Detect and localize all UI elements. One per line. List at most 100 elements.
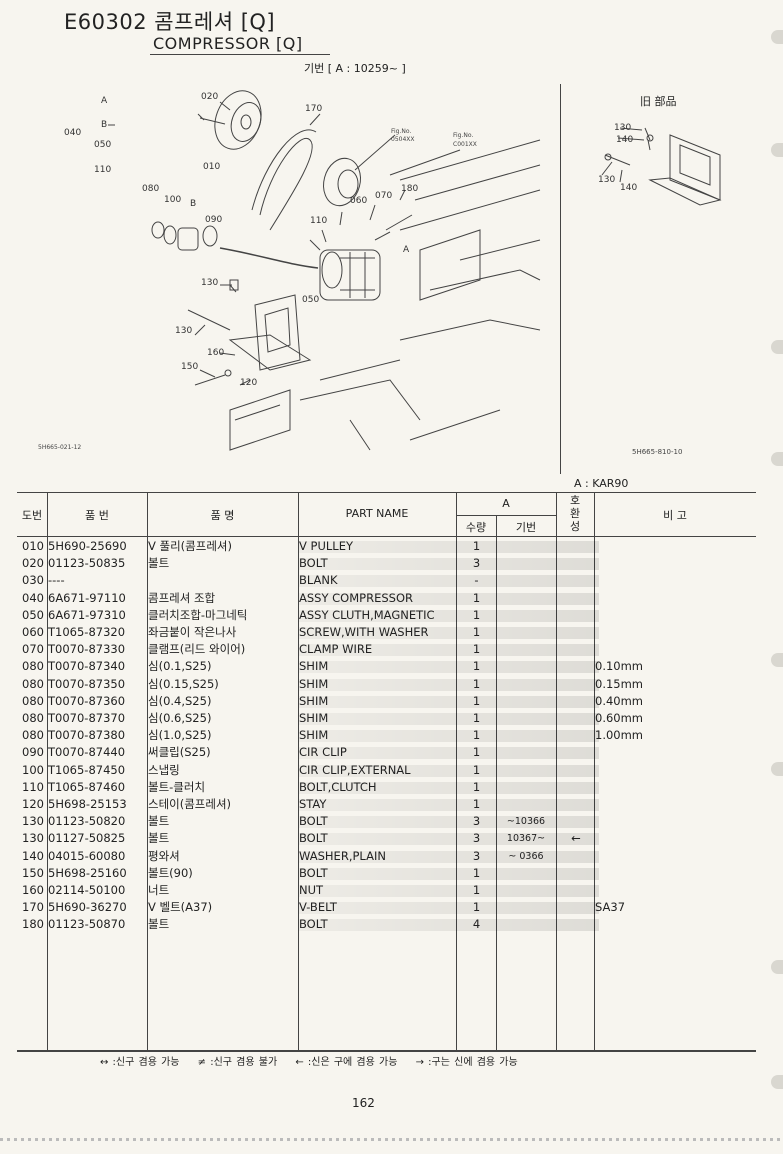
cell-qty: 1 [472, 728, 481, 743]
cell-qty: 3 [472, 814, 481, 829]
page-number: 162 [352, 1096, 375, 1110]
row-shading [299, 764, 599, 777]
row-shading [299, 885, 599, 897]
cell-name-en: BOLT [299, 556, 328, 571]
cell-part-no: T1065-87460 [48, 779, 126, 794]
cell-name-en: CIR CLIP [299, 745, 347, 760]
cell-no: 120 [22, 797, 44, 811]
row-shading [299, 747, 599, 760]
row-shading [299, 627, 599, 639]
cell-no: 020 [22, 556, 44, 571]
cell-name-en: BOLT [299, 814, 328, 829]
cell-qty: 1 [472, 865, 481, 880]
old-parts-title: 旧 部品 [640, 95, 677, 108]
cell-name-en: STAY [299, 797, 327, 811]
svg-text:050: 050 [302, 295, 319, 305]
cell-no: 080 [22, 659, 44, 674]
cell-name-ko: 클러치조합-마그네틱 [148, 607, 248, 622]
cell-name-ko: 볼트-클러치 [148, 779, 206, 794]
cell-name-en: CIR CLIP,EXTERNAL [299, 762, 411, 777]
cell-qty: 1 [472, 693, 481, 708]
cell-qty: 1 [472, 539, 481, 553]
cell-no: 130 [22, 831, 44, 846]
cell-name-en: WASHER,PLAIN [299, 848, 386, 863]
cell-part-no: 6A671-97310 [48, 607, 126, 622]
cell-no: 040 [22, 590, 44, 605]
cell-part-no: T0070-87340 [48, 659, 126, 674]
svg-text:140: 140 [620, 183, 637, 193]
row-shading [299, 592, 599, 605]
binder-hole [771, 762, 783, 776]
cell-name-ko: 볼트 [148, 814, 170, 829]
cell-no: 080 [22, 676, 44, 691]
cell-name-en: CLAMP WIRE [299, 642, 373, 657]
svg-text:130: 130 [201, 278, 218, 288]
header-remarks: 비 고 [663, 509, 687, 522]
svg-text:120: 120 [240, 378, 257, 388]
cell-qty: 1 [472, 779, 481, 794]
header-line [17, 536, 756, 537]
cell-no: 160 [22, 883, 44, 897]
row-shading [299, 695, 599, 708]
cell-remarks: 0.10mm [595, 659, 644, 674]
cell-name-ko: 너트 [148, 883, 170, 897]
cell-name-ko: 심(0.1,S25) [148, 659, 212, 674]
binder-hole [771, 30, 783, 44]
row-shading [299, 902, 599, 915]
cell-remarks: 0.15mm [595, 676, 644, 691]
cell-name-en: V PULLEY [299, 539, 353, 553]
model-label: A : KAR90 [574, 477, 629, 490]
legend-both: ↔ :신구 겸용 가능 [100, 1057, 180, 1068]
cell-part-no: T1065-87320 [48, 625, 126, 639]
legend-none: ≠ :신구 겸용 불가 [197, 1057, 278, 1068]
diagram-ref-left: 5H665-021-12 [38, 444, 82, 451]
svg-text:040: 040 [64, 128, 81, 138]
cell-part-no: 5H690-36270 [48, 900, 127, 915]
cell-qty: 1 [472, 745, 481, 760]
cell-part-no: T0070-87440 [48, 745, 126, 760]
cell-qty: 1 [472, 625, 481, 639]
diagram-divider [560, 84, 561, 474]
svg-text:070: 070 [375, 191, 392, 201]
row-shading [299, 575, 599, 588]
cell-name-en: ASSY CLUTH,MAGNETIC [299, 607, 435, 622]
binder-hole [771, 452, 783, 466]
cell-name-ko: 클램프(리드 와이어) [148, 642, 246, 657]
row-shading [299, 833, 599, 846]
header-group: A [502, 497, 510, 510]
header-interchange: 호환성 [569, 494, 581, 533]
table-row: 030----BLANK- [17, 572, 756, 589]
svg-text:060: 060 [350, 196, 367, 206]
cell-name-ko: V 풀리(콤프레셔) [148, 539, 232, 553]
cell-name-en: SCREW,WITH WASHER [299, 625, 429, 639]
cell-no: 170 [22, 900, 44, 915]
svg-text:A: A [403, 245, 410, 255]
binder-hole [771, 960, 783, 974]
cell-name-ko: 심(0.6,S25) [148, 711, 212, 725]
cell-qty: 3 [472, 848, 481, 863]
row-shading [299, 867, 599, 880]
row-shading [299, 609, 599, 622]
cell-no: 080 [22, 693, 44, 708]
header-part-no: 품 번 [85, 509, 109, 522]
cell-remarks: 0.40mm [595, 693, 644, 708]
cell-no: 110 [22, 779, 44, 794]
cell-qty: 1 [472, 762, 481, 777]
cell-name-en: SHIM [299, 693, 329, 708]
cell-part-no: ---- [48, 573, 65, 588]
cell-name-en: SHIM [299, 676, 329, 691]
svg-text:C001XX: C001XX [453, 141, 477, 148]
cell-part-no: 01123-50820 [48, 814, 126, 829]
